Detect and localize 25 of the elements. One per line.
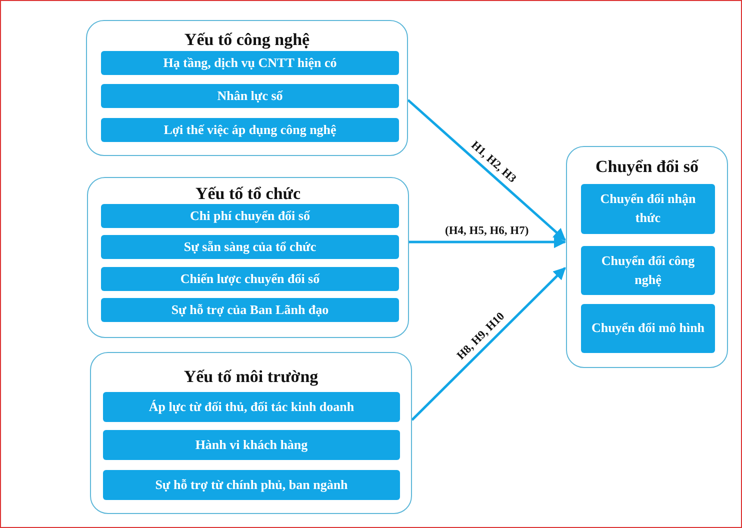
factor-box: Chi phí chuyển đổi số	[101, 204, 399, 228]
group-title: Yếu tố môi trường	[182, 367, 320, 387]
factor-box: Sự hỗ trợ từ chính phủ, ban ngành	[103, 470, 400, 500]
factor-box: Lợi thế việc áp dụng công nghệ	[101, 118, 399, 142]
group-panel	[566, 146, 728, 368]
factor-box: Chiến lược chuyển đổi số	[101, 267, 399, 291]
group-panel	[90, 352, 412, 514]
factor-box: Áp lực từ đối thủ, đối tác kinh doanh	[103, 392, 400, 422]
factor-box: Chuyển đổi công nghệ	[581, 246, 715, 295]
factor-box: Sự sẵn sàng của tổ chức	[101, 235, 399, 259]
arrow	[407, 99, 566, 241]
factor-box: Sự hỗ trợ của Ban Lãnh đạo	[101, 298, 399, 322]
group-title: Chuyển đổi số	[594, 157, 700, 177]
edge-label: (H4, H5, H6, H7)	[443, 225, 531, 239]
group-title: Yếu tố tổ chức	[194, 184, 302, 204]
group-panel	[87, 177, 409, 338]
factor-box: Chuyển đổi mô hình	[581, 304, 715, 353]
arrow	[411, 267, 566, 421]
factor-box: Hạ tầng, dịch vụ CNTT hiện có	[101, 51, 399, 75]
factor-box: Hành vi khách hàng	[103, 430, 400, 460]
arrow	[409, 236, 566, 248]
group-panel	[86, 20, 408, 156]
factor-box: Nhân lực số	[101, 84, 399, 108]
factor-box: Chuyển đổi nhận thức	[581, 184, 715, 234]
group-title: Yếu tố công nghệ	[183, 30, 311, 50]
